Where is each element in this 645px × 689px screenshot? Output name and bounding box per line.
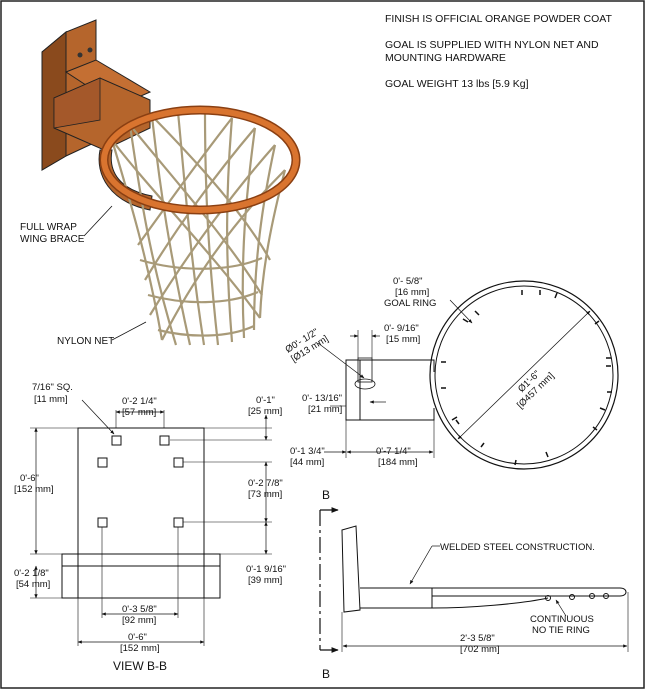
section-mark-bottom: B: [322, 667, 330, 681]
goal-ring: [429, 280, 619, 470]
square-hole: [173, 457, 184, 468]
dim-bracket-depth: 0'-1 3/4"[44 mm]: [290, 446, 325, 468]
note-finish: FINISH IS OFFICIAL ORANGE POWDER COAT: [385, 13, 612, 25]
section-mark-top: B: [322, 488, 330, 502]
note-hardware: MOUNTING HARDWARE: [385, 52, 506, 64]
dim-bracket-inner: 0'- 13/16"[21 mm]: [302, 393, 342, 415]
nylon-net: [110, 111, 287, 346]
view-b-b: [30, 399, 272, 646]
net-leader: [111, 321, 147, 341]
wing-brace-leader: [83, 205, 113, 237]
goal-illustration: [41, 19, 301, 346]
square-hole: [97, 517, 108, 528]
square-hole: [173, 517, 184, 528]
dim-height: 0'-6"[152 mm]: [14, 473, 54, 495]
dim-lower-spacing: 0'-3 5/8"[92 mm]: [122, 604, 157, 626]
note-weight: GOAL WEIGHT 13 lbs [5.9 Kg]: [385, 78, 529, 90]
goal-ring-label: 0'- 5/8"[16 mm]GOAL RING: [384, 276, 436, 309]
square-hole: [159, 435, 170, 446]
dim-gap: 0'- 9/16"[15 mm]: [384, 323, 420, 345]
dim-width: 0'-6"[152 mm]: [120, 632, 160, 654]
dim-overall: 2'-3 5/8"[702 mm]: [460, 633, 500, 655]
dim-bottom-tab: 0'-2 1/8"[54 mm]: [14, 568, 50, 590]
welded-label: WELDED STEEL CONSTRUCTION.: [440, 542, 595, 553]
dim-bottom-offset: 0'-1 9/16"[39 mm]: [246, 564, 286, 586]
nylon-net-label: NYLON NET: [57, 336, 114, 347]
note-supplied: GOAL IS SUPPLIED WITH NYLON NET AND: [385, 39, 599, 51]
dim-ring-dia: Ø1'-6"[Ø457 mm]: [507, 363, 556, 411]
square-hole: [97, 457, 108, 468]
plate-outline: [77, 427, 205, 599]
view-label: VIEW B-B: [113, 659, 167, 673]
side-backplate: [341, 525, 361, 613]
dim-sq-hole: 7/16" SQ.[11 mm]: [32, 382, 73, 405]
dim-hole-spacing: 0'-2 1/4"[57 mm]: [122, 396, 157, 418]
square-hole: [111, 435, 122, 446]
notes-block: FINISH IS OFFICIAL ORANGE POWDER COAT GO…: [385, 13, 612, 104]
dim-rod-dia: Ø0'- 1/2"[Ø13 mm]: [283, 324, 330, 365]
dim-ring-offset: 0'-7 1/4"[184 mm]: [376, 446, 418, 468]
dim-top-offset: 0'-1"[25 mm]: [248, 395, 282, 417]
side-view: [319, 507, 629, 653]
dim-vert-spacing: 0'-2 7/8"[73 mm]: [248, 478, 283, 500]
ring-plan: [317, 280, 619, 470]
